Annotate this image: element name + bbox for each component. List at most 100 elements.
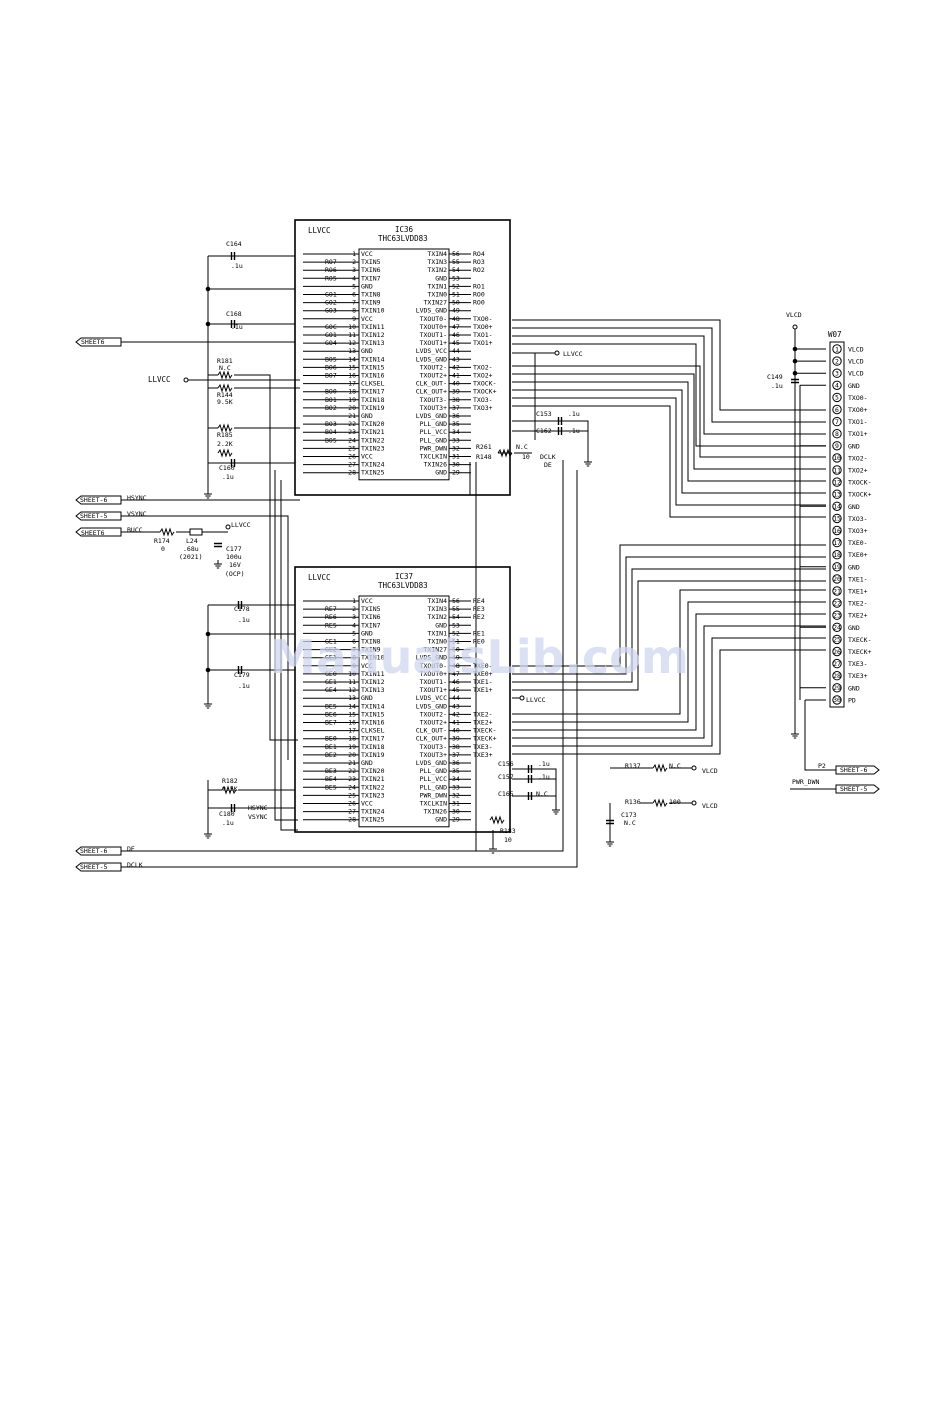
ic37-pin-number: 15 (348, 710, 356, 718)
connector-pin-number: 23 (833, 612, 841, 620)
ic37-pin-number: 35 (452, 767, 460, 775)
connector-pin-number: 6 (835, 406, 839, 414)
connector-pin (832, 513, 842, 524)
ic36-pin-number: 19 (348, 396, 356, 404)
l24-val2: (2021) (179, 553, 202, 561)
supply-terminal (691, 765, 697, 771)
connector-pin-number: 18 (833, 551, 841, 559)
ic37-pin-name: TXIN19 (361, 751, 385, 759)
ic36-pin-name: TXOUT3- (420, 396, 447, 404)
ic37-pin-name: LVDS_GND (416, 702, 447, 710)
capacitor-symbol (527, 765, 533, 773)
r183-val: 10 (504, 836, 512, 844)
resistor-symbol (489, 815, 505, 825)
ic36-pin-number: 20 (348, 404, 356, 412)
ic36-net-label: RO2 (473, 266, 485, 274)
ic36-pin-number: 15 (348, 363, 356, 371)
ic37-net-label: BE4 (325, 775, 337, 783)
ic37-pin-number: 54 (452, 613, 460, 621)
ic37-pin-name: TXIN3 (427, 605, 447, 613)
c149-val: .1u (771, 382, 783, 390)
ic37-pin-number: 39 (452, 735, 460, 743)
net-vsync: VSYNC (127, 510, 147, 518)
c179-val: .1u (238, 682, 250, 690)
ic37-pin-name: TXOUT2+ (420, 719, 447, 727)
capacitor-symbol (230, 252, 236, 260)
connector-pin-name: TXE3- (848, 660, 868, 668)
connector-pin (832, 574, 842, 584)
ic36-pin-number: 49 (452, 307, 460, 315)
ic36-pin-name: TXIN23 (361, 444, 385, 452)
ic37-pin-number: 3 (352, 613, 356, 621)
ic36-pin-number: 56 (452, 250, 460, 258)
connector-pin-number: 4 (835, 382, 839, 390)
ic36-net-label: GO3 (325, 307, 337, 315)
ic36-pin-name: LVDS_GND (416, 412, 447, 420)
ic36-pin-name: CLK_OUT+ (416, 388, 447, 396)
connector-pin-name: GND (848, 624, 860, 632)
ic36-pin-name: TXIN26 (424, 461, 448, 469)
ic37-pin-number: 45 (452, 686, 460, 694)
ic36-net-label: RO7 (325, 258, 337, 266)
r181-val: N.C (219, 364, 231, 372)
ic37-net-label: TXE1- (473, 678, 493, 686)
c157-val: .1u (538, 773, 550, 781)
resistor-symbol (497, 448, 513, 458)
ic36-pin-name: TXIN27 (424, 299, 448, 307)
ic36-pin-number: 24 (348, 436, 356, 444)
ic37-net-label: BE0 (325, 735, 337, 743)
ic37-pin-name: VCC (361, 800, 373, 808)
ic36-pin-number: 12 (348, 339, 356, 347)
connector-pin (832, 525, 842, 536)
ic37-pin-name: TXOUT0+ (420, 670, 447, 678)
ic37-pin-number: 1 (352, 597, 356, 605)
ic36-net-label: GO4 (325, 339, 337, 347)
ic37-net-label: TXE3- (473, 743, 493, 751)
connector-pin-name: TXO2+ (848, 467, 868, 475)
ic36-pin-name: VCC (361, 250, 373, 258)
ic36-pin-name: LVDS_GND (416, 307, 447, 315)
connector-pin (832, 344, 842, 354)
capacitor-symbol (237, 666, 243, 674)
ic36-pin-name: TXIN17 (361, 388, 385, 396)
ic37-pin-name: TXIN25 (361, 816, 385, 824)
ic37-pin-number: 14 (348, 702, 356, 710)
connector-pin-number: 14 (833, 503, 841, 511)
ic37-pin-number: 29 (452, 816, 460, 824)
supply-terminal (183, 377, 189, 383)
ic36-net-label: GO2 (325, 299, 337, 307)
ic36-pin-name: TXOUT0- (420, 315, 447, 323)
ic37-pin-number: 4 (352, 621, 356, 629)
lvds-wire (512, 381, 826, 482)
ic36-pin-name: GND (435, 274, 447, 282)
ic37-pin-number: 50 (452, 646, 460, 654)
connector-pin-name: GND (848, 503, 860, 511)
c153-ref: C153 (536, 410, 552, 418)
net-llvcc-right: LLVCC (563, 350, 583, 358)
supply-terminal (554, 350, 560, 356)
ic36-pin-name: TXIN12 (361, 331, 385, 339)
ic36-net-label: BO5 (325, 436, 337, 444)
ic36-pin-name: CLKSEL (361, 380, 385, 388)
offsheet-connector (75, 495, 122, 505)
connector-ref: W07 (828, 330, 842, 339)
supply-terminal (691, 800, 697, 806)
connector-pin-number: 13 (833, 491, 841, 499)
ic37-ref: IC37 (395, 572, 413, 581)
c179-ref: C179 (234, 671, 250, 679)
lvds-wire (512, 580, 826, 691)
resistor-symbol (221, 785, 237, 795)
ic36-frame (294, 219, 511, 496)
ic36-pin-number: 36 (452, 412, 460, 420)
ground-symbol (584, 458, 592, 467)
connector-pin-name: TXE1+ (848, 588, 868, 596)
connector-pin (832, 586, 842, 596)
connector-pin-number: 12 (833, 478, 841, 486)
ic37-pin-number: 5 (352, 629, 356, 637)
resistor-symbol (652, 763, 668, 773)
ic37-pin-name: TXIN13 (361, 686, 385, 694)
connector-pin (832, 598, 842, 608)
ic36-net-label: BO5 (325, 355, 337, 363)
connector-pin (832, 501, 842, 511)
